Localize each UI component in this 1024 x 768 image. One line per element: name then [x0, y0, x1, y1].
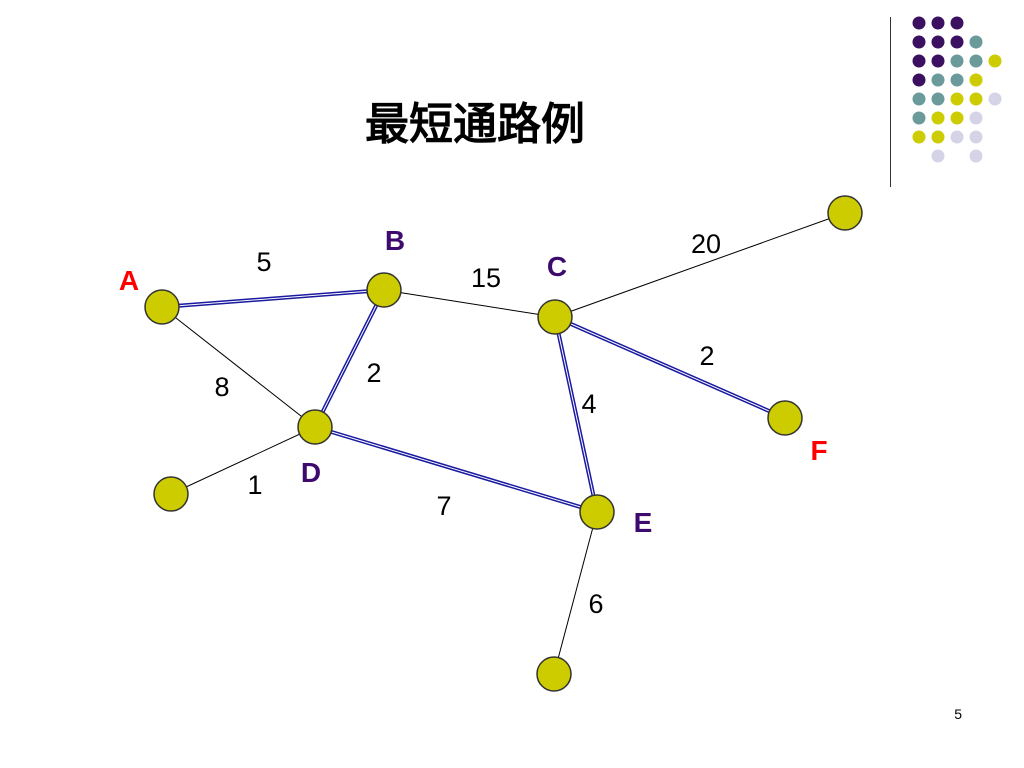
edge-highlight	[314, 289, 385, 428]
decorative-dot	[969, 35, 983, 49]
edge-weight-c-n1: 20	[691, 229, 721, 259]
decorative-dot	[931, 73, 945, 87]
decorative-dot	[931, 35, 945, 49]
decorative-dot	[969, 149, 983, 163]
edge-weight-d-e: 7	[436, 491, 451, 521]
decorative-dot	[950, 92, 964, 106]
node-b	[366, 272, 402, 308]
node-c	[537, 299, 573, 335]
node-n1	[827, 195, 863, 231]
edge-weight-a-d: 8	[214, 372, 229, 402]
title-divider-line	[890, 17, 891, 187]
labels-layer: 5 8 2 15 20 2 4 7 1 6 A B C D E F	[119, 225, 828, 619]
node-label-d: D	[301, 457, 321, 488]
edge-a-d	[161, 306, 316, 428]
decorative-dot	[931, 16, 945, 30]
decorative-dot	[950, 35, 964, 49]
decorative-dot	[969, 130, 983, 144]
edge-e-n3	[553, 511, 598, 675]
node-label-a: A	[119, 265, 139, 296]
node-e	[579, 494, 615, 530]
node-label-b: B	[385, 225, 405, 256]
node-label-e: E	[634, 507, 653, 538]
node-d	[297, 409, 333, 445]
decorative-dot	[950, 73, 964, 87]
edge-weight-c-e: 4	[581, 389, 596, 419]
node-label-f: F	[810, 435, 827, 466]
edge-weight-b-d: 2	[366, 358, 381, 388]
decorative-dot	[912, 35, 926, 49]
edges-layer	[161, 212, 846, 675]
edge-weight-e-n3: 6	[588, 589, 603, 619]
decorative-dot	[969, 92, 983, 106]
decorative-dot	[912, 130, 926, 144]
decorative-dot	[931, 130, 945, 144]
node-label-c: C	[547, 251, 567, 282]
edge-weight-a-b: 5	[256, 247, 271, 277]
edge-c-n1	[554, 212, 846, 318]
decorative-dot	[912, 54, 926, 68]
node-f	[767, 400, 803, 436]
decorative-dot	[931, 111, 945, 125]
node-n3	[536, 656, 572, 692]
edge-highlight	[554, 316, 786, 419]
decorative-dot	[912, 73, 926, 87]
decorative-dot	[912, 111, 926, 125]
decorative-dot	[950, 16, 964, 30]
decorative-dot	[988, 92, 1002, 106]
edge-highlight	[314, 426, 598, 513]
node-n2	[153, 476, 189, 512]
decorative-dot	[912, 92, 926, 106]
edge-weight-c-f: 2	[699, 341, 714, 371]
page-number: 5	[954, 706, 962, 722]
node-a	[144, 289, 180, 325]
nodes-layer	[144, 195, 863, 692]
decorative-dot	[912, 16, 926, 30]
edge-b-c	[383, 289, 556, 318]
decorative-dot	[988, 54, 1002, 68]
edge-weight-b-c: 15	[471, 263, 501, 293]
decorative-dot	[931, 149, 945, 163]
decorative-dot	[969, 111, 983, 125]
decorative-dot	[950, 54, 964, 68]
edge-d-n2	[170, 426, 316, 495]
edge-highlight	[161, 289, 385, 308]
decorative-dot	[931, 92, 945, 106]
decorative-dot	[969, 73, 983, 87]
slide-title: 最短通路例	[365, 99, 585, 150]
decorative-dot	[969, 54, 983, 68]
edge-weight-d-n2: 1	[247, 470, 262, 500]
decorative-dot	[931, 54, 945, 68]
decorative-dot	[950, 130, 964, 144]
edge-highlight	[554, 316, 598, 513]
decorative-dot-grid	[912, 16, 1002, 163]
decorative-dot	[950, 111, 964, 125]
